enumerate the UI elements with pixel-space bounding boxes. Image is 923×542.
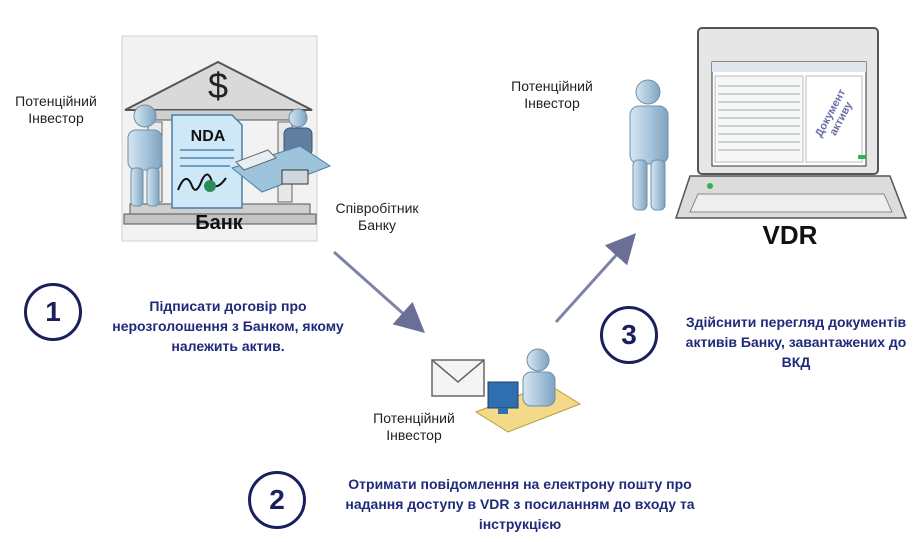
- label-bank-employee: Співробітник Банку: [335, 200, 419, 233]
- step-1-text: Підписати договір про нерозголошення з Б…: [112, 298, 344, 354]
- label-vdr: VDR: [762, 220, 818, 250]
- step-1-badge: 1: [24, 283, 82, 341]
- svg-text:$: $: [208, 65, 228, 106]
- step-3-badge: 3: [600, 306, 658, 364]
- arrow-bank-to-investor: [333, 250, 425, 333]
- label-nda: NDA: [190, 128, 226, 145]
- label-bank-name: Банк: [195, 212, 243, 234]
- investor-at-computer-icon: [474, 348, 582, 433]
- email-envelope-icon: [431, 359, 485, 397]
- label-investor-top-left: Потенційний Інвестор: [15, 93, 97, 126]
- step-3-text: Здійснити перегляд документів активів Ба…: [685, 314, 907, 370]
- investor-standing-icon: [629, 79, 669, 211]
- nda-document-icon: [171, 114, 243, 209]
- bank-employee-icon: [230, 108, 332, 193]
- label-investor-top-right: Потенційний Інвестор: [511, 78, 593, 111]
- investor-person-icon: [127, 104, 163, 207]
- vdr-computer-icon: [674, 27, 908, 219]
- arrow-investor-to-vdr: [554, 233, 637, 324]
- label-investor-center: Потенційний Інвестор: [373, 410, 455, 443]
- step-2-badge: 2: [248, 471, 306, 529]
- step-2-text: Отримати повідомлення на електрону пошту…: [345, 476, 695, 532]
